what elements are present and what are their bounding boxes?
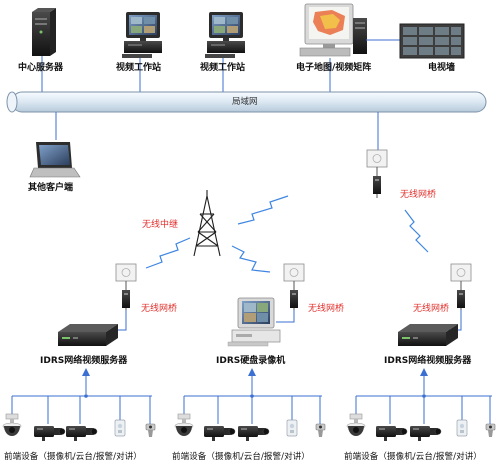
front-end-devices-label: 前端设备（摄像机/云台/报警/对讲） — [4, 452, 142, 462]
box-camera-icon — [203, 425, 236, 442]
radio-tower-icon — [193, 190, 221, 257]
wireless-bridge-icon — [115, 263, 137, 313]
wireless-relay-label: 无线中继 — [142, 220, 179, 230]
center-server-label: 中心服务器 — [18, 63, 64, 73]
alarm-panel-icon — [456, 419, 468, 437]
box-camera-icon — [33, 425, 66, 442]
dvr-icon — [227, 297, 281, 347]
video-workstation-icon — [122, 12, 162, 58]
lan-backbone — [6, 91, 487, 113]
video-wall-label: 电视墙 — [428, 63, 456, 73]
video-server-label: IDRS网络视频服务器 — [384, 356, 472, 366]
box-camera-icon — [375, 425, 408, 442]
alarm-panel-icon — [114, 419, 126, 437]
dvr-label: IDRS硬盘录像机 — [216, 356, 286, 366]
arrow-up-icon — [248, 368, 256, 376]
box-camera-icon — [237, 425, 270, 442]
alarm-panel-icon — [286, 419, 298, 437]
dome-camera-icon — [2, 413, 22, 437]
video-wall-icon — [399, 23, 465, 59]
emap-matrix-label: 电子地图/视频矩阵 — [296, 63, 372, 73]
wireless-bridge-icon — [283, 263, 305, 313]
arrow-up-icon — [420, 368, 428, 376]
front-end-devices-label: 前端设备（摄像机/云台/报警/对讲） — [172, 452, 310, 462]
wireless-bridge-label: 无线网桥 — [413, 304, 450, 314]
box-camera-icon — [409, 425, 442, 442]
map-workstation-icon — [299, 3, 367, 57]
dome-camera-icon — [346, 413, 366, 437]
video-workstation-label: 视频工作站 — [200, 63, 246, 73]
link-line — [11, 372, 492, 424]
video-server-label: IDRS网络视频服务器 — [40, 356, 128, 366]
laptop-icon — [29, 142, 81, 178]
video-workstation-icon — [205, 12, 245, 58]
link-line — [276, 310, 295, 323]
wireless-bridge-label: 无线网桥 — [141, 304, 178, 314]
video-workstation-label: 视频工作站 — [116, 63, 162, 73]
dome-camera-icon — [174, 413, 194, 437]
video-server-icon — [398, 324, 458, 346]
wireless-bridge-label: 无线网桥 — [308, 304, 345, 314]
intercom-icon — [145, 423, 156, 438]
front-end-devices-label: 前端设备（摄像机/云台/报警/对讲） — [344, 452, 482, 462]
center-server-tower-icon — [32, 8, 56, 56]
intercom-icon — [485, 423, 496, 438]
video-server-icon — [58, 324, 118, 346]
other-client-label: 其他客户端 — [28, 183, 74, 193]
wireless-bridge-icon — [366, 149, 388, 199]
intercom-icon — [315, 423, 326, 438]
box-camera-icon — [65, 425, 98, 442]
wireless-bridge-icon — [450, 263, 472, 313]
wireless-signal — [145, 195, 429, 273]
lan-label: 局域网 — [232, 97, 258, 107]
wireless-bridge-label: 无线网桥 — [400, 190, 437, 200]
arrow-up-icon — [82, 368, 90, 376]
